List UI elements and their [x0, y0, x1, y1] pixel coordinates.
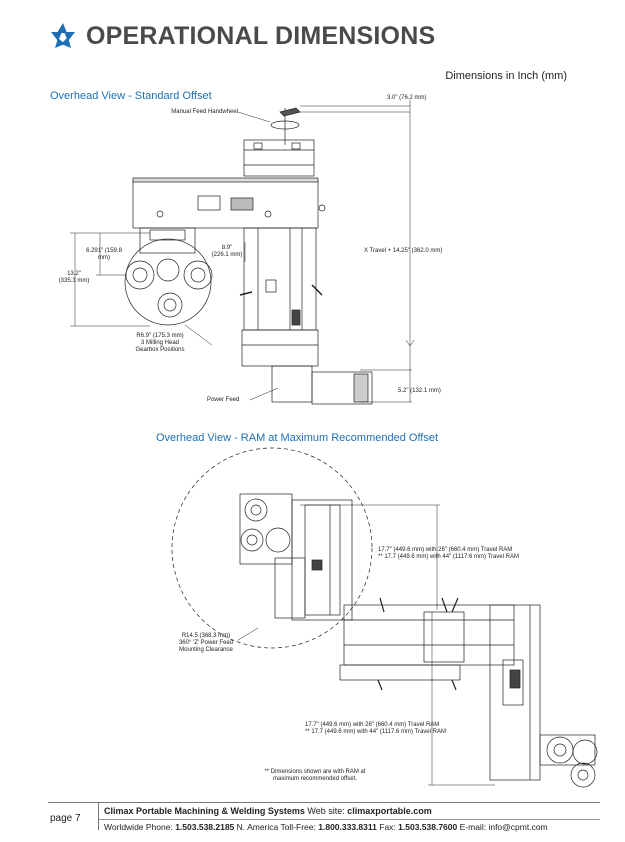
footer-divider [48, 802, 600, 803]
dim-r6-9: R6.9" (175.3 mm) 3 Milling Head Gearbox … [135, 333, 185, 353]
company-name: Climax Portable Machining & Welding Syst… [104, 806, 305, 816]
units-note: Dimensions in Inch (mm) [445, 70, 567, 82]
footer-contact: Worldwide Phone: 1.503.538.2185 N. Ameri… [104, 822, 548, 832]
dim-ram-upper: 17.7" (449.6 mm) with 26" (660.4 mm) Tra… [378, 547, 519, 560]
na-phone: 1.800.333.8311 [318, 822, 377, 832]
worldwide-phone: 1.503.538.2185 [175, 822, 235, 832]
dim-3-0: 3.0" (76.2 mm) [387, 95, 427, 101]
label-manual-feed-handwheel: Manual Feed Handwheel [171, 109, 238, 115]
dim-ram-lower: 17.7" (449.6 mm) with 26" (660.4 mm) Tra… [305, 722, 446, 735]
dim-6-291: 6.291" (159.8 mm) [86, 248, 122, 261]
view2-title: Overhead View - RAM at Maximum Recommend… [156, 432, 439, 444]
footer-company: Climax Portable Machining & Welding Syst… [104, 806, 432, 816]
page-number: page 7 [50, 813, 81, 824]
dim-13-2: 13.2" (335.3 mm) [58, 271, 90, 284]
note-ram-offset: ** Dimensions shown are with RAM at maxi… [264, 769, 366, 782]
email-link[interactable]: info@cpmt.com [488, 822, 548, 832]
fax-number: 1.503.538.7600 [398, 822, 458, 832]
dim-8-9: 8.9" (226.1 mm) [211, 245, 243, 258]
page-header: OPERATIONAL DIMENSIONS [48, 16, 435, 56]
label-power-feed: Power Feed [207, 397, 240, 403]
dim-r14-5: R14.5 (368.3 mm) 360° 'Z' Power Feed Mou… [178, 633, 234, 653]
page-title: OPERATIONAL DIMENSIONS [86, 21, 436, 50]
footer-divider-inner [99, 819, 600, 820]
climax-logo-icon [51, 23, 75, 48]
footer-separator [98, 802, 99, 830]
view1-title: Overhead View - Standard Offset [50, 90, 212, 102]
website-label: Web site: [307, 806, 345, 816]
dim-x-travel: X Travel + 14.25" (362.0 mm) [364, 248, 443, 254]
dim-5-2: 5.2" (132.1 mm) [398, 388, 441, 394]
website-link[interactable]: climaxportable.com [347, 806, 432, 816]
